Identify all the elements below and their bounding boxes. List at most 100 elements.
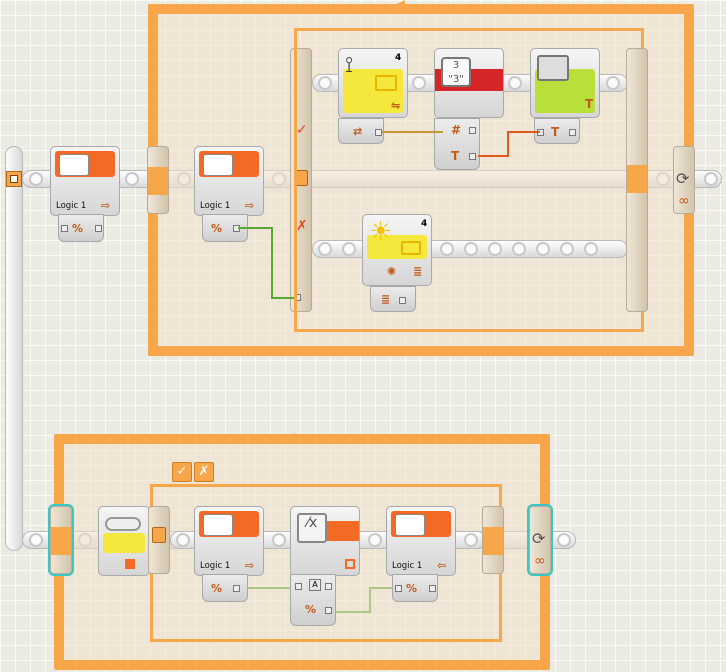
pillar-band (627, 165, 647, 193)
end-logic-block[interactable]: Logic 1 ⇦ (386, 506, 456, 576)
beam-hole (176, 533, 190, 547)
beam-hole (488, 242, 502, 256)
beam-hole (464, 533, 478, 547)
beam-hole (560, 242, 574, 256)
beam-hole (412, 76, 426, 90)
compare-block[interactable] (98, 506, 150, 576)
program-beam-vertical (5, 146, 23, 551)
data-port[interactable] (375, 129, 382, 136)
data-hub: A % (290, 574, 336, 626)
switch-tab-false[interactable]: ✗ (194, 462, 214, 482)
block-face (367, 235, 427, 259)
loop-start-pillar (147, 146, 169, 214)
logic-data-icon: % (406, 582, 418, 595)
data-port[interactable] (469, 153, 476, 160)
switch-tab-true[interactable]: ✓ (172, 462, 192, 482)
data-port[interactable] (233, 225, 240, 232)
beam-hole (29, 533, 43, 547)
write-icon: ⇨ (245, 559, 255, 572)
read-icon: ⇦ (437, 559, 447, 572)
block-label: Logic 1 (392, 561, 423, 571)
logic-data-icon: % (72, 222, 84, 235)
lamp-block[interactable]: ☀ 4 ✺ ≣ (362, 214, 432, 286)
stop-icon (345, 559, 355, 569)
loop-refresh-icon: ⟳ (532, 529, 546, 548)
beam-hole (464, 242, 478, 256)
block-label: Logic 1 (56, 201, 87, 211)
pillar-band (51, 527, 71, 555)
light-setting-icon: ✺ (387, 265, 397, 278)
light-out-icon (401, 241, 421, 255)
data-hub: # T (434, 118, 480, 170)
switch-logic-block[interactable]: Logic 1 ⇨ (194, 506, 264, 576)
block-face (103, 533, 145, 553)
bottom-loop-end[interactable]: ⟳ ∞ (527, 504, 553, 576)
switch-true-icon: ✓ (296, 122, 308, 138)
text-port-label: T (551, 125, 560, 139)
beam-hole (318, 242, 332, 256)
beam-hole (606, 76, 620, 90)
logic-data-icon: % (211, 582, 223, 595)
envelope-out-icon (375, 75, 397, 91)
data-port[interactable] (95, 225, 102, 232)
data-port[interactable] (399, 297, 406, 304)
top-loop-end[interactable]: ⟳ ∞ (673, 146, 695, 214)
input-a-label: A (309, 579, 321, 591)
data-port[interactable] (325, 607, 332, 614)
block-label: Logic 1 (200, 561, 231, 571)
switch-end-pillar (626, 48, 648, 312)
data-hub: % (202, 214, 248, 242)
switch-end-pillar (482, 506, 504, 574)
data-hub: ≣ (370, 286, 416, 312)
loop-start-pillar (48, 504, 74, 576)
infinity-icon: ∞ (534, 553, 546, 569)
briefcase-icon (203, 514, 233, 536)
block-face (327, 521, 359, 541)
beam-hole (368, 533, 382, 547)
beam-hole (508, 76, 522, 90)
data-port[interactable] (325, 583, 332, 590)
connection-icon: ⇋ (391, 99, 401, 112)
data-port[interactable] (469, 127, 476, 134)
data-hub: T (534, 118, 580, 144)
loop-arrow-icon (395, 0, 405, 10)
data-port[interactable] (395, 585, 402, 592)
data-port[interactable] (537, 129, 544, 136)
beam-hole (29, 172, 43, 186)
number-to-text-block[interactable]: 3"3" (434, 48, 504, 118)
send-message-block[interactable]: ⟟ 4 ⇋ (338, 48, 408, 118)
text-output-icon: T (585, 97, 594, 111)
data-port[interactable] (295, 583, 302, 590)
block-label: Logic 1 (200, 201, 231, 211)
data-port[interactable] (233, 585, 240, 592)
program-start-icon[interactable] (6, 171, 22, 187)
logic-data-icon: % (305, 603, 317, 616)
beam-hole (342, 242, 356, 256)
port-number: 4 (421, 219, 428, 229)
infinity-icon: ∞ (678, 193, 690, 209)
switch-input-icon[interactable] (152, 527, 166, 543)
write-icon: ⇨ (245, 199, 255, 212)
logic-operation-block[interactable]: ⁄x (290, 506, 360, 576)
display-block[interactable]: T (530, 48, 600, 118)
port-number: 4 (395, 53, 402, 63)
briefcase-icon (395, 514, 425, 536)
write-icon: ⇨ (101, 199, 111, 212)
number-to-text-icon: 3"3" (441, 57, 471, 87)
logic-variable-block[interactable]: Logic 1 ⇨ (50, 146, 120, 216)
switch-logic-block[interactable]: Logic 1 ⇨ (194, 146, 264, 216)
list-data-icon: ≣ (381, 293, 391, 306)
data-port[interactable] (429, 585, 436, 592)
compare-icon (105, 517, 141, 531)
logic-operation-icon: ⁄x (297, 513, 327, 543)
beam-hole (125, 172, 139, 186)
list-icon: ≣ (413, 265, 423, 278)
data-hub: % (58, 214, 104, 242)
number-port-label: # (451, 123, 462, 137)
data-port[interactable] (569, 129, 576, 136)
beam-hole (584, 242, 598, 256)
data-port[interactable] (61, 225, 68, 232)
logic-data-icon: % (211, 222, 223, 235)
briefcase-icon (59, 154, 89, 176)
beam-hole (512, 242, 526, 256)
